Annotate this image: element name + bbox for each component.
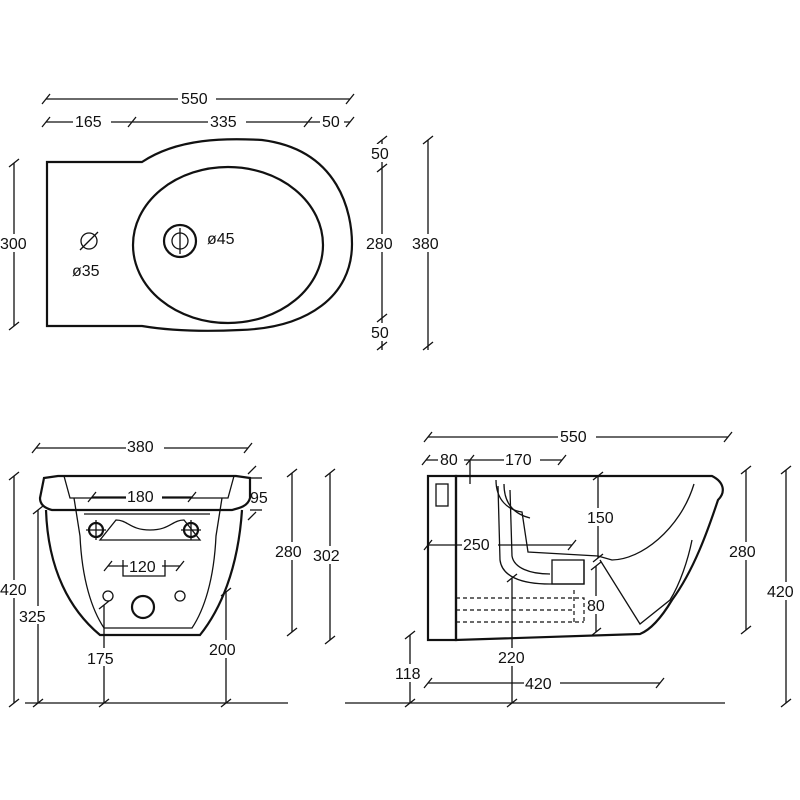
side-view: 550 80 170 150 250 xyxy=(345,426,800,708)
dim-top-165-label: 165 xyxy=(75,114,102,131)
dim-side-420-label: 420 xyxy=(767,584,794,601)
dim-front-280-label: 280 xyxy=(275,544,302,561)
top-view-outline xyxy=(45,138,354,332)
dim-front-95 xyxy=(247,465,262,521)
hole-small-label: ø35 xyxy=(72,263,100,280)
dim-top-550-label: 550 xyxy=(181,91,208,108)
dim-side-80a-label: 80 xyxy=(440,452,458,469)
dim-side-220-label: 220 xyxy=(498,650,525,667)
dim-top-50b-label: 50 xyxy=(371,325,389,342)
dim-front-302-label: 302 xyxy=(313,548,340,565)
hole-large-label: ø45 xyxy=(207,231,235,248)
dim-side-550-label: 550 xyxy=(560,429,587,446)
dim-side-250 xyxy=(423,539,577,551)
dim-top-280-label: 280 xyxy=(366,236,393,253)
dim-side-150-label: 150 xyxy=(587,510,614,527)
front-rim xyxy=(38,474,252,512)
fixing-left-icon xyxy=(86,520,106,540)
dim-front-380-label: 380 xyxy=(127,439,154,456)
dim-side-80b-label: 80 xyxy=(587,598,605,615)
dim-front-95-label: 95 xyxy=(250,490,268,507)
hole-large-icon xyxy=(162,223,198,259)
top-view: ø35 ø45 550 165 335 50 300 xyxy=(0,88,445,351)
dim-side-250-label: 250 xyxy=(463,537,490,554)
dim-front-180-label: 180 xyxy=(127,489,154,506)
dim-front-120-label: 120 xyxy=(129,559,156,576)
dim-front-200-label: 200 xyxy=(209,642,236,659)
fixing-right-icon xyxy=(181,520,201,540)
dim-top-300-label: 300 xyxy=(0,236,27,253)
front-drain xyxy=(130,594,156,620)
dim-front-175-label: 175 xyxy=(87,651,114,668)
side-body xyxy=(454,474,724,642)
dim-top-50-label: 50 xyxy=(322,114,340,131)
side-wall-block xyxy=(426,474,458,642)
top-view-basin xyxy=(131,165,325,325)
dim-side-220 xyxy=(506,573,518,708)
front-body xyxy=(44,509,244,637)
hole-small-icon xyxy=(79,231,99,251)
dim-side-280-label: 280 xyxy=(729,544,756,561)
dim-side-170-label: 170 xyxy=(505,452,532,469)
dim-front-325-label: 325 xyxy=(19,609,46,626)
dim-top-335-label: 335 xyxy=(210,114,237,131)
front-view: 380 180 120 95 xyxy=(0,437,346,708)
front-hole-left xyxy=(102,590,114,602)
dim-top-380-label: 380 xyxy=(412,236,439,253)
front-hole-right xyxy=(174,590,186,602)
dim-front-420-label: 420 xyxy=(0,582,27,599)
dim-side-420b-label: 420 xyxy=(525,676,552,693)
dim-side-118-label: 118 xyxy=(395,666,421,683)
dim-top-50a-label: 50 xyxy=(371,146,389,163)
